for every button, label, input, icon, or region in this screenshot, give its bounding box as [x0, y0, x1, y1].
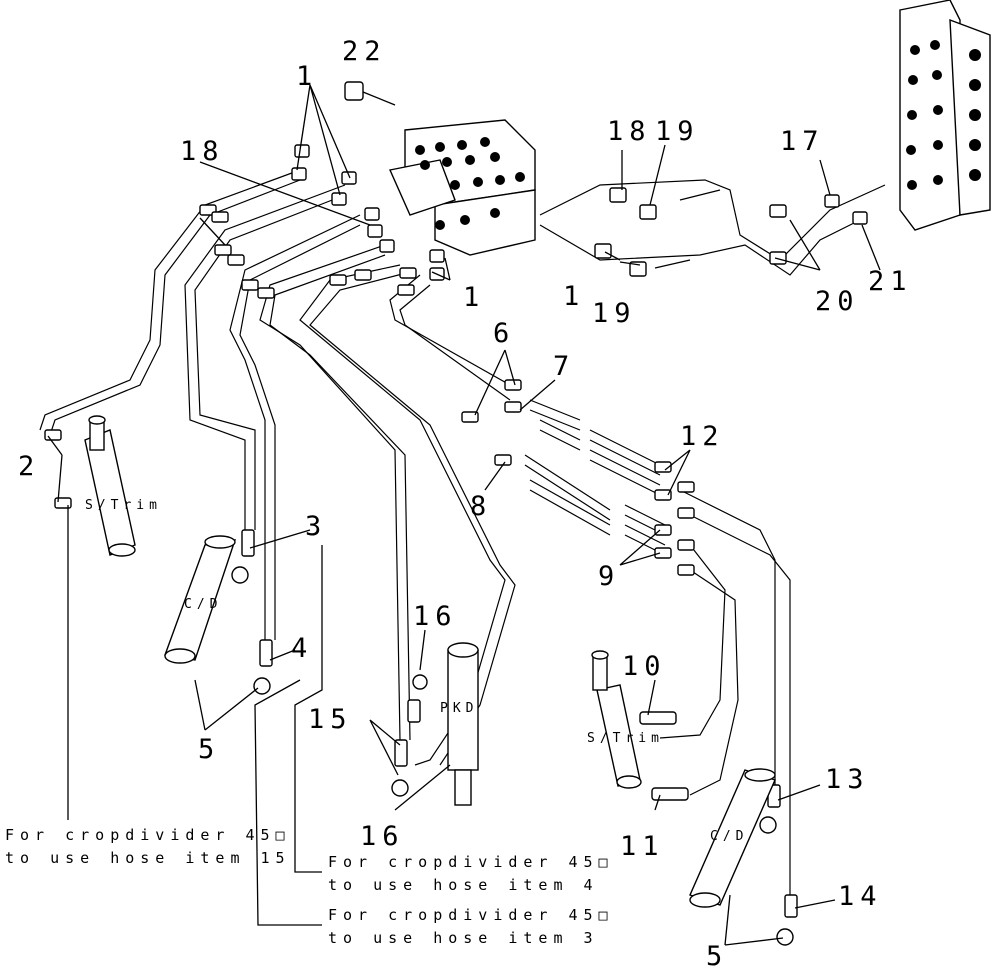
note-3-line-2: to use hose item 3 — [328, 929, 599, 947]
callout-5: 5 — [706, 941, 728, 972]
note-1-line-2: to use hose item 15 — [5, 849, 291, 867]
cylinder-strim-left — [84, 415, 136, 557]
label-strim-right: S/Trim — [587, 731, 664, 746]
callout-10: 10 — [622, 651, 667, 682]
callout-3: 3 — [305, 511, 327, 542]
callout-12: 12 — [680, 421, 725, 452]
callout-6: 6 — [493, 318, 515, 349]
note-2-line-1: For cropdivider 45□ — [328, 853, 614, 871]
callout-19: 19 — [655, 116, 700, 147]
pipe-sections — [524, 399, 666, 556]
callout-18: 18 — [607, 116, 652, 147]
callout-11: 11 — [620, 831, 665, 862]
callout-9: 9 — [598, 561, 620, 592]
cylinder-cd-right — [689, 768, 776, 908]
note-3-line-1: For cropdivider 45□ — [328, 906, 614, 924]
cylinder-strim-right — [591, 650, 642, 789]
note-2-line-2: to use hose item 4 — [328, 876, 599, 894]
callout-18: 18 — [180, 136, 225, 167]
callout-1: 1 — [296, 61, 318, 92]
callout-15: 15 — [308, 704, 353, 735]
callout-21: 21 — [868, 266, 913, 297]
label-pkd: PKD — [440, 701, 478, 716]
callout-16: 16 — [413, 601, 458, 632]
fittings — [44, 144, 868, 946]
cylinder-labels: S/Trim C/D PKD S/Trim C/D — [85, 498, 748, 844]
callout-14: 14 — [838, 881, 883, 912]
leader-lines — [47, 84, 881, 946]
callout-numbers: 22 1 18 18 19 17 1 1 19 20 21 6 7 12 2 8… — [18, 36, 913, 972]
callout-22: 22 — [342, 36, 387, 67]
callout-7: 7 — [553, 351, 575, 382]
cylinder-pkd — [447, 642, 479, 806]
note-1-line-1: For cropdivider 45□ — [5, 826, 291, 844]
label-cd-left: C/D — [184, 597, 222, 612]
callout-16: 16 — [360, 821, 405, 852]
callout-2: 2 — [18, 451, 40, 482]
main-valve-block — [344, 81, 536, 256]
label-strim-left: S/Trim — [85, 498, 162, 513]
callout-13: 13 — [825, 764, 870, 795]
callout-5: 5 — [198, 734, 220, 765]
callout-8: 8 — [470, 491, 492, 522]
notes: For cropdivider 45□ to use hose item 15 … — [5, 826, 614, 947]
callout-19: 19 — [592, 298, 637, 329]
callout-4: 4 — [291, 633, 313, 664]
callout-1: 1 — [463, 282, 485, 313]
label-cd-right: C/D — [710, 829, 748, 844]
callout-20: 20 — [815, 286, 860, 317]
callout-17: 17 — [780, 126, 825, 157]
cylinder-cd-left — [164, 535, 237, 664]
callout-1: 1 — [563, 281, 585, 312]
right-valve-block — [899, 0, 991, 231]
